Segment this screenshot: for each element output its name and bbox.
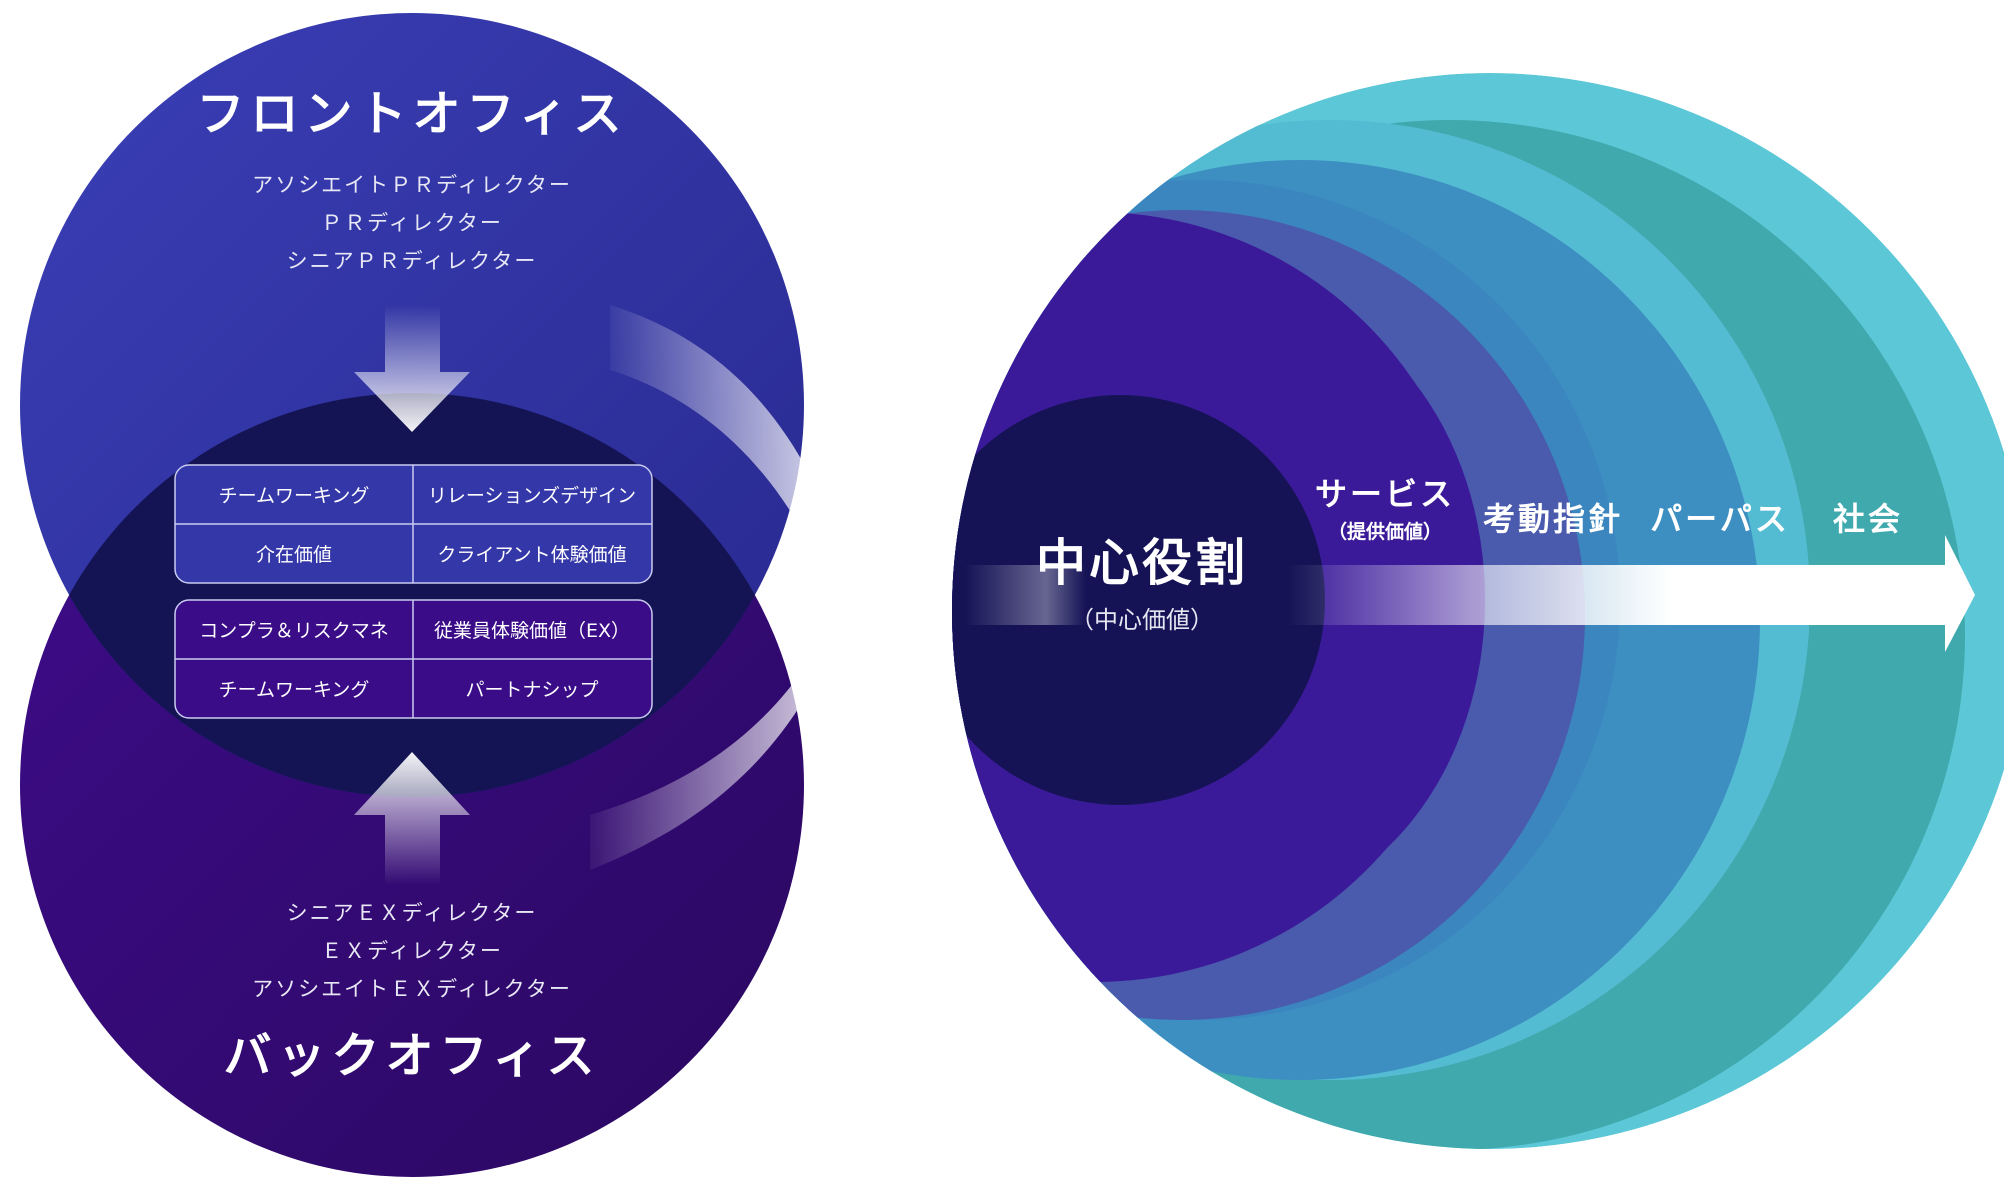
back-role-3: アソシエイトＥＸディレクター [252, 977, 572, 1001]
up-arrow [354, 752, 470, 885]
back-office-title: バックオフィス [223, 1028, 600, 1084]
front-role-2: ＰＲディレクター [321, 211, 503, 235]
venn-diagram: フロントオフィス アソシエイトＰＲディレクター ＰＲディレクター シニアＰＲディ… [20, 13, 810, 1177]
grid-top-cell: 介在価値 [256, 544, 332, 566]
back-role-1: シニアＥＸディレクター [287, 901, 538, 925]
center-role-title: 中心役割 [1036, 534, 1248, 592]
grid-bottom-cell: チームワーキング [219, 679, 370, 701]
front-skill-grid: チームワーキング リレーションズデザイン 介在価値 クライアント体験価値 [174, 464, 653, 584]
ring-label-society: 社会 [1833, 500, 1903, 538]
ring-label-purpose: パーパス [1650, 500, 1790, 538]
grid-top-cell: リレーションズデザイン [428, 485, 636, 507]
back-role-2: ＥＸディレクター [321, 939, 503, 963]
front-role-1: アソシエイトＰＲディレクター [252, 173, 572, 197]
grid-top-cell: チームワーキング [219, 485, 370, 507]
ring-sub-service: （提供価値） [1328, 520, 1442, 543]
center-role-sub: （中心価値） [1070, 606, 1214, 634]
front-role-3: シニアＰＲディレクター [287, 249, 538, 273]
grid-bottom-cell: パートナシップ [465, 679, 598, 701]
grid-top-cell: クライアント体験価値 [437, 544, 626, 566]
down-arrow [354, 305, 470, 432]
grid-bottom-cell: コンプラ＆リスクマネ [199, 620, 388, 642]
front-office-title: フロントオフィス [196, 86, 627, 142]
swoosh-decoration [610, 305, 810, 545]
ring-label-service: サービス [1315, 475, 1455, 513]
grid-bottom-cell: 従業員体験価値（EX） [434, 620, 630, 642]
ring-label-guideline: 考動指針 [1483, 500, 1623, 538]
back-skill-grid: コンプラ＆リスクマネ 従業員体験価値（EX） チームワーキング パートナシップ [174, 599, 653, 719]
value-arrow [965, 535, 1975, 652]
swoosh-decoration-lower [590, 660, 810, 870]
